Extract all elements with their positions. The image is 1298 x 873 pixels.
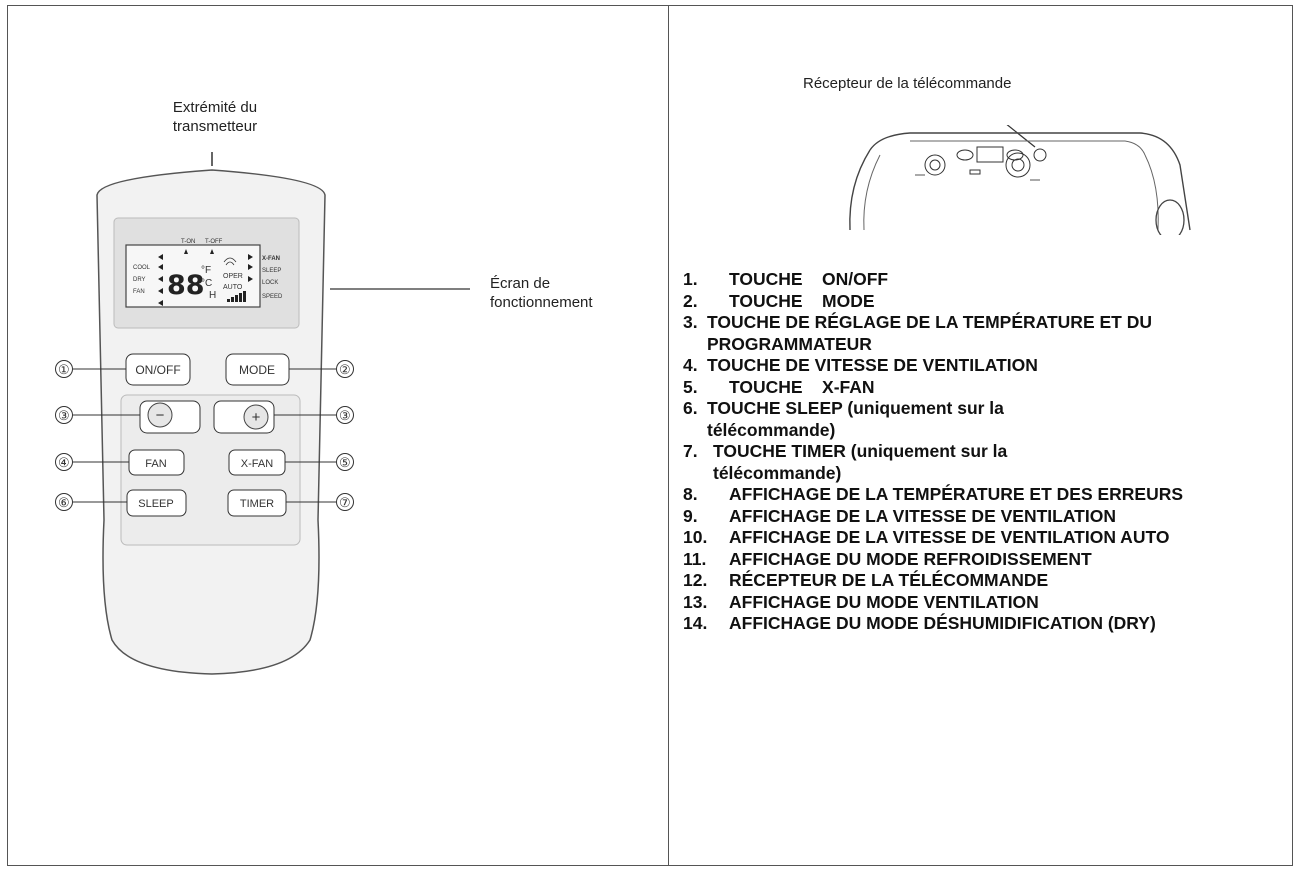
callout-3b: ③ (339, 409, 351, 424)
lcd-unit-f: °F (201, 265, 211, 276)
callout-1: ① (58, 363, 70, 378)
list-item: 14.AFFICHAGE DU MODE DÉSHUMIDIFICATION (… (683, 613, 1156, 633)
lcd-auto: AUTO (223, 284, 243, 291)
lcd-unit-c: °C (201, 278, 212, 289)
lcd-label-lock: LOCK (262, 280, 278, 286)
lcd-unit-h: H (209, 290, 216, 301)
list-item: 11.AFFICHAGE DU MODE REFROIDISSEMENT (683, 548, 1092, 569)
temp-down-button[interactable]: − (156, 407, 165, 424)
fan-button[interactable]: FAN (145, 458, 166, 470)
callout-7: ⑦ (339, 496, 351, 511)
callout-4: ④ (58, 456, 70, 471)
xfan-button[interactable]: X-FAN (241, 458, 273, 470)
callout-2: ② (339, 363, 351, 378)
onoff-button[interactable]: ON/OFF (135, 363, 180, 377)
temp-up-button[interactable]: + (252, 409, 261, 426)
lcd-label-ton: T-ON (181, 239, 195, 245)
lcd-label-fan: FAN (133, 289, 145, 295)
lcd-label-sleep: SLEEP (262, 268, 281, 274)
remote-diagram: T-ON T-OFF COOL DRY FAN 88 °F °C H OPER … (55, 152, 470, 675)
lcd-label-cool: COOL (133, 265, 151, 271)
lcd-label-toff: T-OFF (205, 239, 223, 245)
mode-button[interactable]: MODE (239, 363, 275, 377)
list-item: 8.AFFICHAGE DE LA TEMPÉRATURE ET DES ERR… (683, 484, 1184, 504)
lcd-digits: 88 (167, 270, 205, 301)
list-item: 5.TOUCHE X-FAN (683, 376, 875, 397)
list-item: 13.AFFICHAGE DU MODE VENTILATION (683, 591, 1039, 612)
lcd-oper: OPER (223, 273, 243, 280)
timer-button[interactable]: TIMER (240, 498, 274, 510)
receiver-label: Récepteur de la télécommande (803, 75, 1012, 92)
sleep-button[interactable]: SLEEP (138, 498, 173, 510)
list-item: 12.RÉCEPTEUR DE LA TÉLÉCOMMANDE (683, 570, 1049, 590)
ac-unit-illustration (849, 125, 1191, 235)
panel-divider (668, 5, 669, 866)
transmitter-label: Extrémité du transmetteur (172, 99, 258, 135)
lcd-label-xfan: X-FAN (262, 256, 280, 262)
list-item: 3.TOUCHE DE RÉGLAGE DE LA TEMPÉRATURE ET… (683, 312, 1152, 354)
list-item: 2.TOUCHE MODE (683, 290, 875, 311)
list-item: 10.AFFICHAGE DE LA VITESSE DE VENTILATIO… (683, 527, 1170, 547)
screen-label: Écran de fonctionnement (490, 275, 593, 311)
list-item: 4.TOUCHE DE VITESSE DE VENTILATION (683, 355, 1038, 375)
list-item: 1.TOUCHE ON/OFF (683, 269, 889, 289)
list-item: 7.TOUCHE TIMER (uniquement sur la téléco… (683, 441, 1008, 483)
callout-5: ⑤ (339, 456, 351, 471)
list-item: 9.AFFICHAGE DE LA VITESSE DE VENTILATION (683, 505, 1116, 526)
lcd-label-speed: SPEED (262, 294, 283, 300)
list-item: 6.TOUCHE SLEEP (uniquement sur la téléco… (683, 398, 1004, 440)
callout-6: ⑥ (58, 496, 70, 511)
callout-3a: ③ (58, 409, 70, 424)
lcd-label-dry: DRY (133, 277, 146, 283)
outer-frame (7, 5, 1293, 866)
legend-list: 1.TOUCHE ON/OFF 2.TOUCHE MODE 3.TOUCHE D… (683, 269, 1283, 635)
